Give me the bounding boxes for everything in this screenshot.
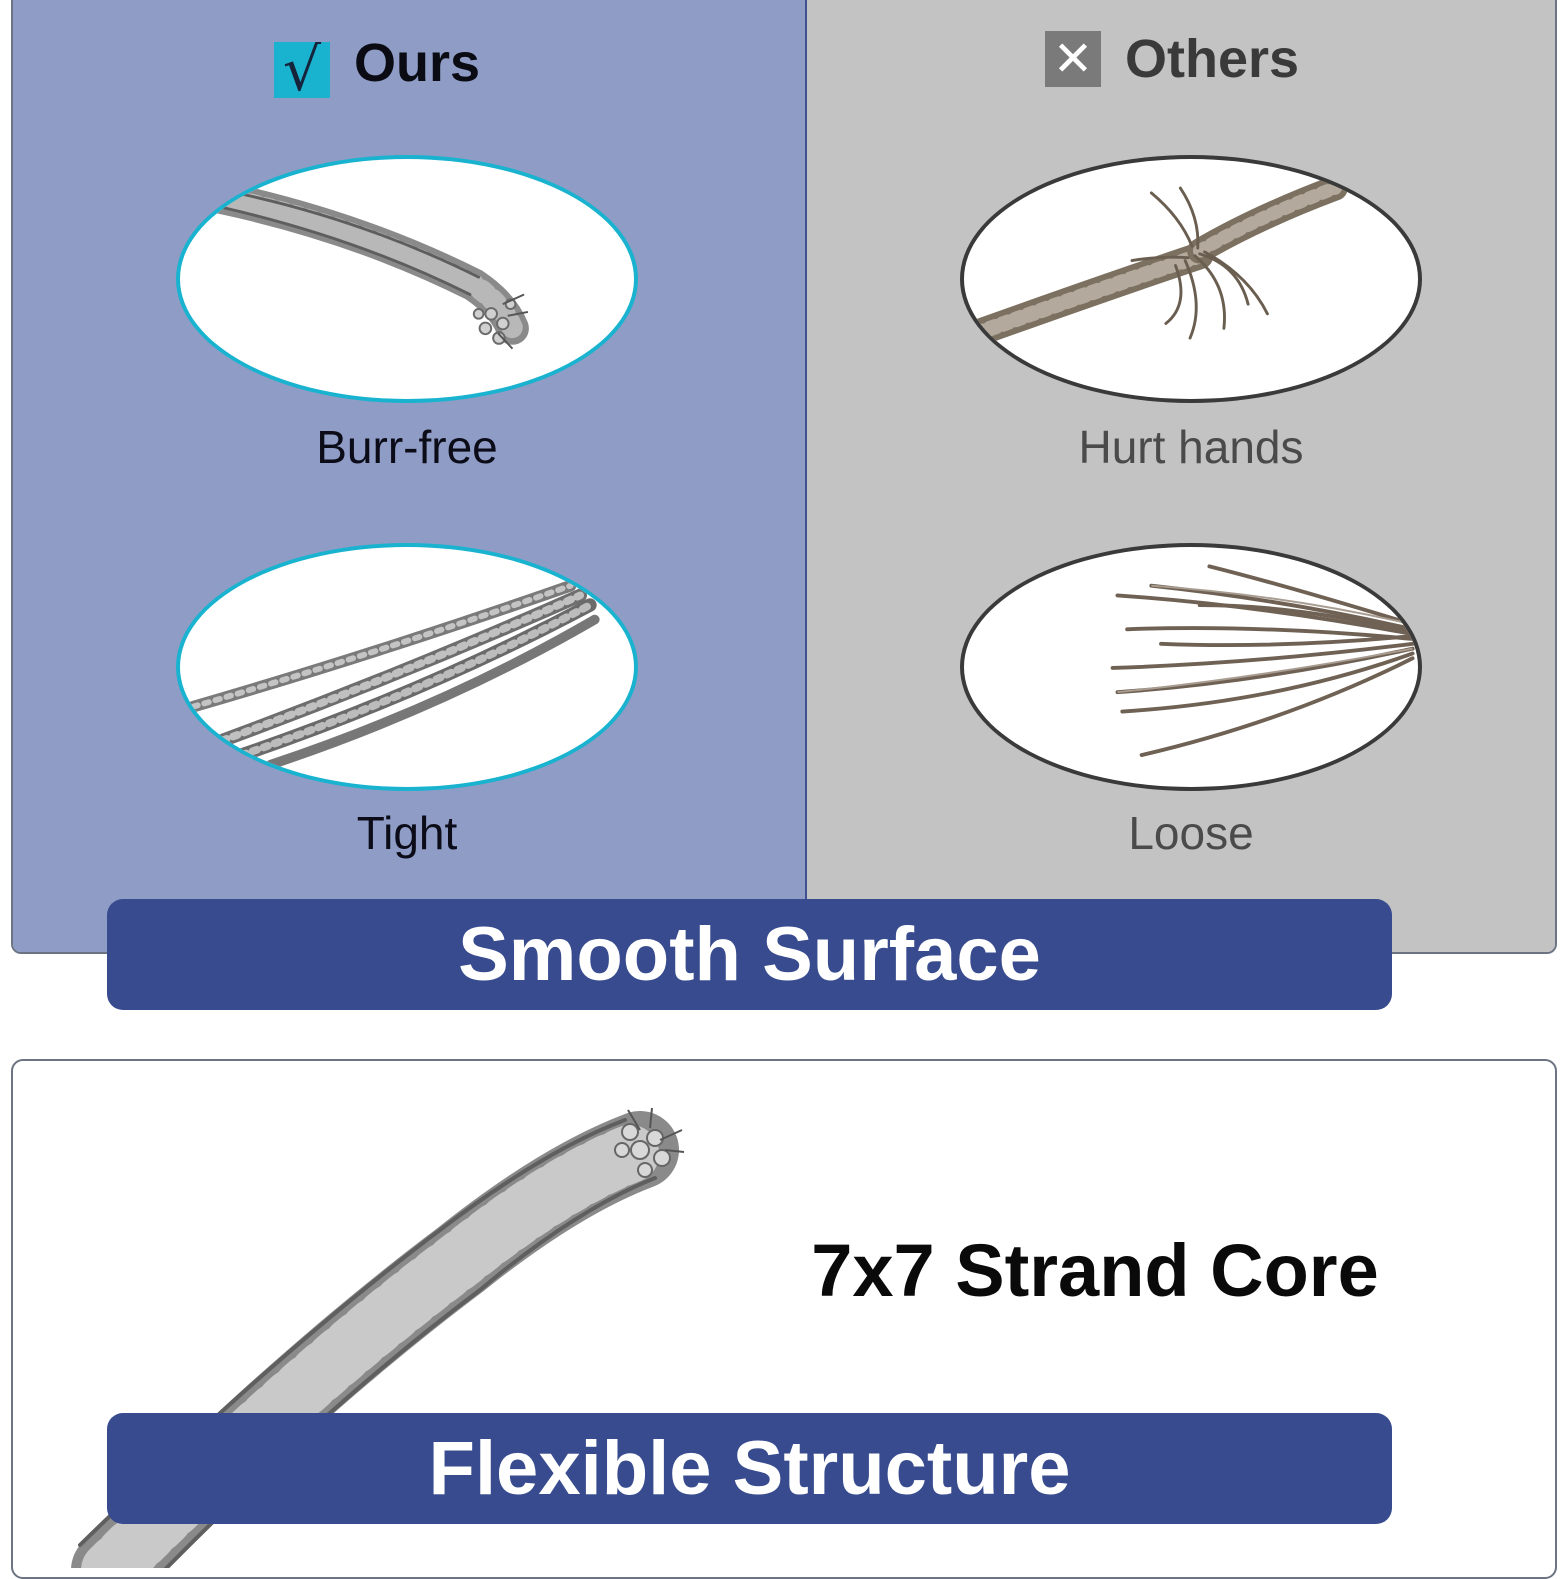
neat-cable-end-image [176,155,638,403]
cross-icon: ✕ [1045,31,1101,87]
others-title: Others [1125,29,1300,89]
loose-cable-strands-drawing [1110,564,1415,757]
tight-cable-strands-drawing [187,579,600,770]
hurt-hands-caption: Hurt hands [1078,421,1304,473]
strand-core-title: 7x7 Strand Core [811,1229,1379,1312]
smooth-surface-banner: Smooth Surface [107,899,1392,1010]
loose-caption: Loose [1128,807,1254,859]
ours-header: √ Ours [274,28,480,98]
ours-title: Ours [354,33,481,93]
burr-free-caption: Burr-free [316,421,498,473]
loose-cable-strands-image [960,543,1422,791]
frayed-cable-end-image [960,155,1422,403]
tight-caption: Tight [356,807,458,859]
flexible-structure-banner: Flexible Structure [107,1413,1392,1524]
tight-cable-strands-image [176,543,638,791]
check-icon: √ [274,42,330,98]
neat-cable-end-drawing [205,181,529,350]
frayed-cable-end-drawing [964,175,1348,347]
others-header: ✕ Others [1045,28,1299,90]
